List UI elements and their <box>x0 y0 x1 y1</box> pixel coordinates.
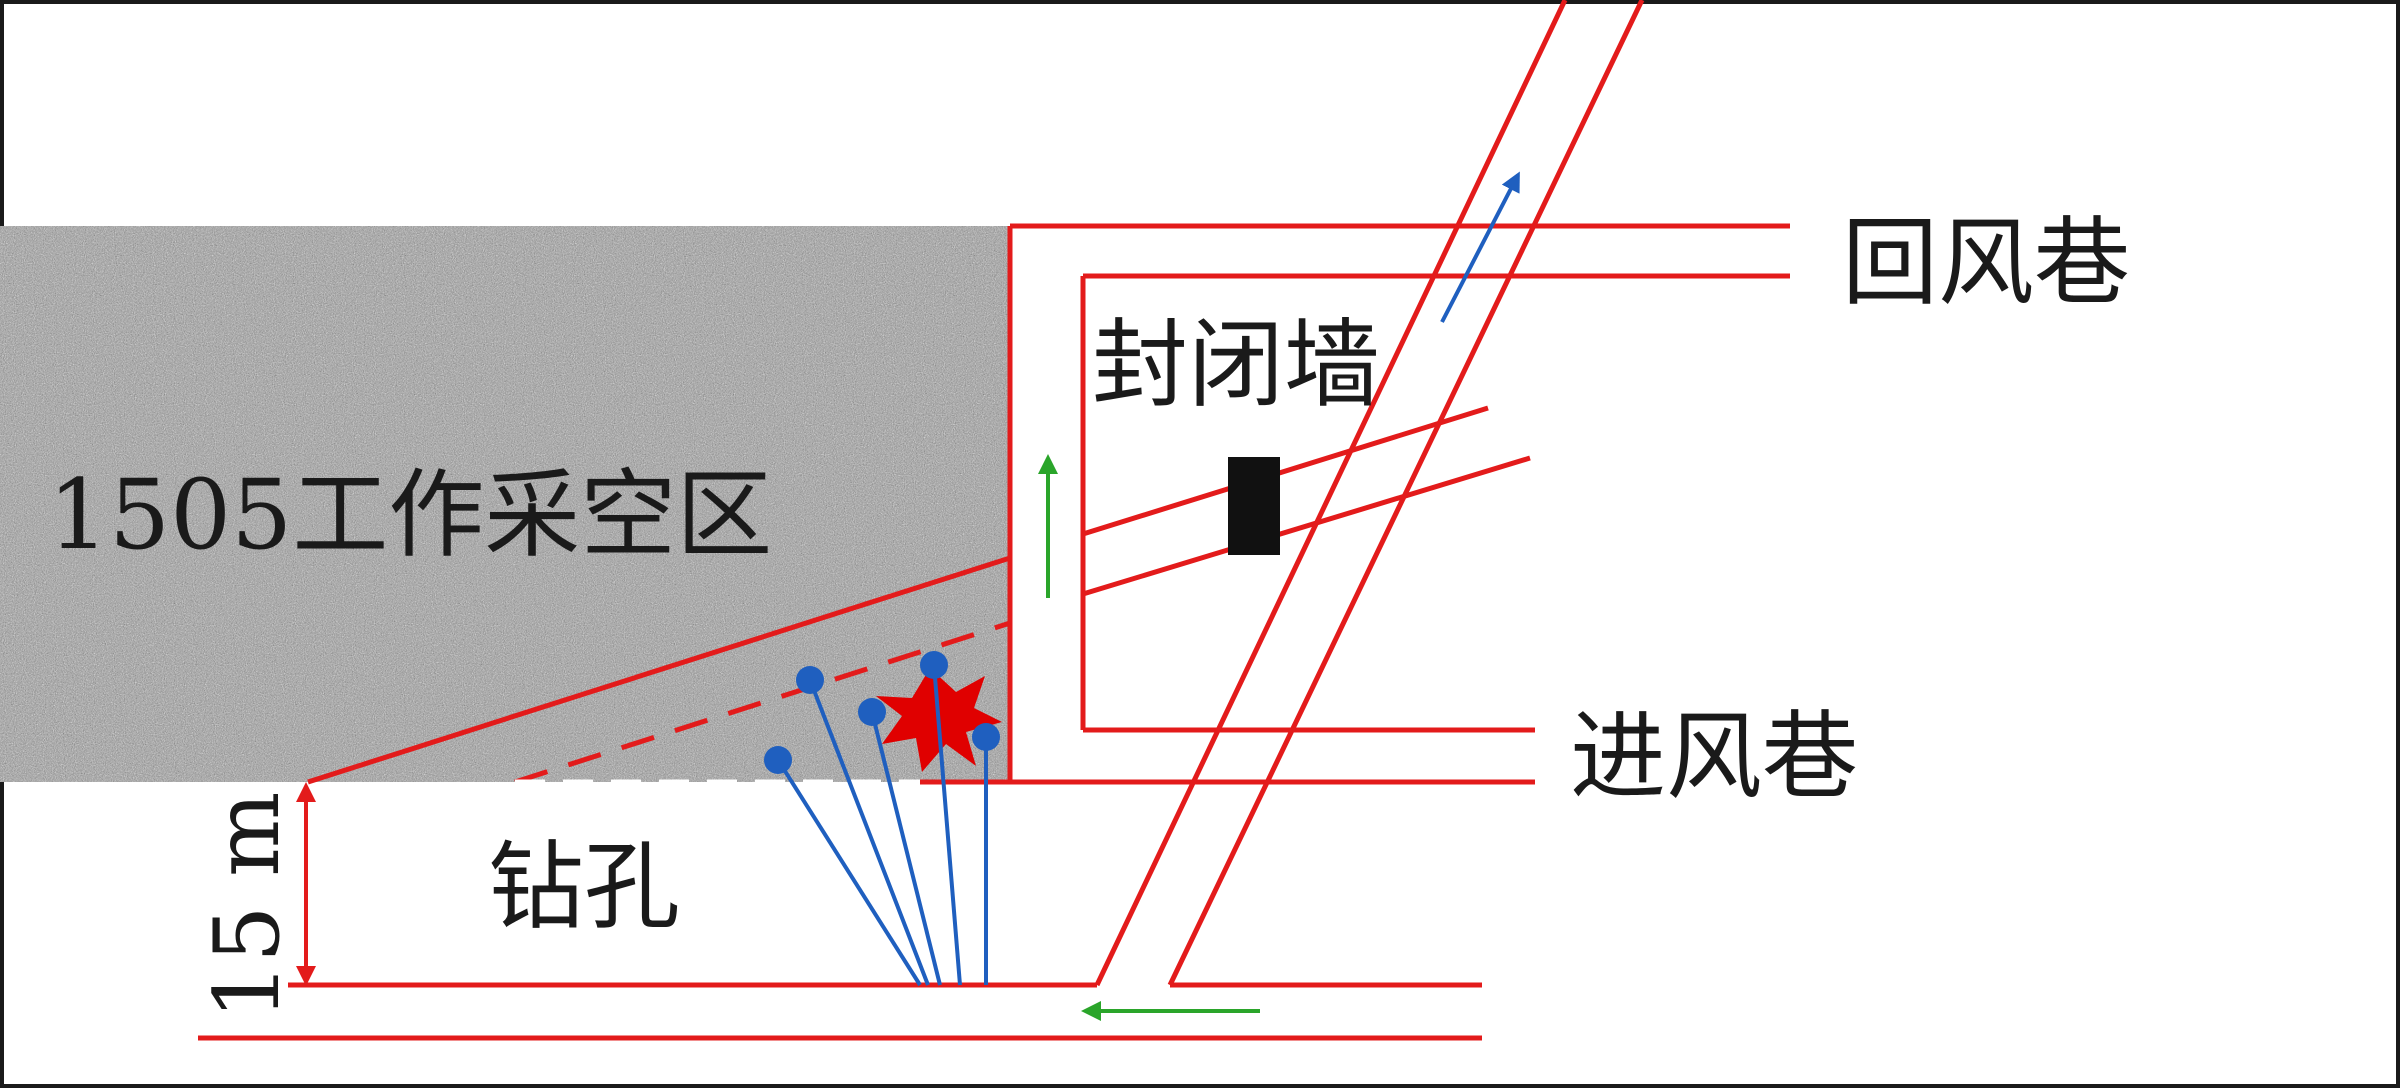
drill-hole-label: 钻孔 <box>488 831 680 943</box>
goaf-label: 1505工作采空区 <box>48 459 772 571</box>
goaf-wedge-dashed-edge <box>514 620 1011 785</box>
goaf-wedge-edge <box>307 555 1011 785</box>
cross-roadway-lower <box>1082 455 1531 597</box>
inclined-roadway-left <box>1094 0 1568 987</box>
intake-airway-label: 进风巷 <box>1570 701 1858 813</box>
drill-head-3 <box>858 698 886 726</box>
drill-head-4 <box>920 651 948 679</box>
drill-line-1 <box>776 758 922 987</box>
drill-holes <box>764 651 1000 987</box>
seal-wall-label: 封闭墙 <box>1092 309 1380 421</box>
drill-head-2 <box>796 666 824 694</box>
drill-line-2 <box>808 679 930 986</box>
goaf-area <box>0 226 1010 782</box>
roadways <box>198 0 1790 1041</box>
drill-line-3 <box>870 711 942 986</box>
return-airflow-arrow <box>1440 171 1520 323</box>
drill-head-5 <box>972 723 1000 751</box>
seal-wall-block <box>1228 457 1280 555</box>
return-airway-label: 回风巷 <box>1842 207 2130 319</box>
drill-head-1 <box>764 746 792 774</box>
cross-roadway-upper <box>1082 405 1489 537</box>
inclined-roadway-right <box>1167 0 1645 987</box>
drill-line-4 <box>932 664 962 986</box>
dimension-label: 15 m <box>195 792 300 1020</box>
